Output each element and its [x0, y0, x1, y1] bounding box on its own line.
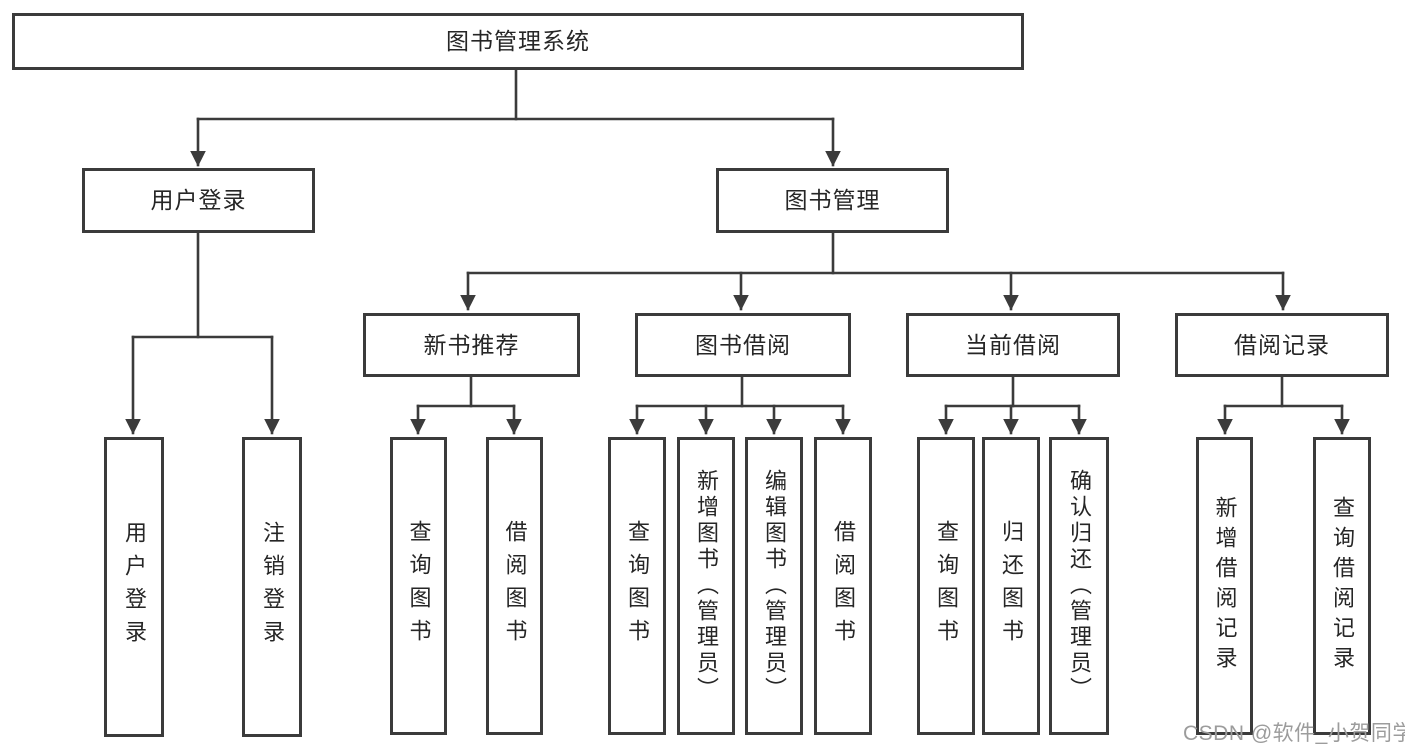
node-book-borrowing: 图书借阅	[635, 313, 851, 377]
leaf-query-borrowing-record: 查询借阅记录	[1313, 437, 1371, 735]
leaf-logout: 注销登录	[242, 437, 302, 737]
node-user-login: 用户登录	[82, 168, 315, 233]
node-book-management: 图书管理	[716, 168, 949, 233]
leaf-query-books-current: 查询图书	[917, 437, 975, 735]
leaf-confirm-return-admin: 确认归还（管理员）	[1049, 437, 1109, 735]
node-new-book-recommendation: 新书推荐	[363, 313, 580, 377]
leaf-borrow-books: 借阅图书	[814, 437, 872, 735]
node-library-management-system: 图书管理系统	[12, 13, 1024, 70]
leaf-query-books-borrowing: 查询图书	[608, 437, 666, 735]
leaf-return-books: 归还图书	[982, 437, 1040, 735]
node-borrowing-records: 借阅记录	[1175, 313, 1389, 377]
csdn-watermark: CSDN @软件_小贺同学	[1183, 722, 1405, 745]
leaf-edit-books-admin: 编辑图书（管理员）	[745, 437, 803, 735]
node-current-borrowing: 当前借阅	[906, 313, 1120, 377]
leaf-borrow-books-recommendation: 借阅图书	[486, 437, 543, 735]
leaf-add-books-admin: 新增图书（管理员）	[677, 437, 735, 735]
leaf-user-login: 用户登录	[104, 437, 164, 737]
leaf-add-borrowing-record: 新增借阅记录	[1196, 437, 1253, 735]
leaf-query-books-recommendation: 查询图书	[390, 437, 447, 735]
